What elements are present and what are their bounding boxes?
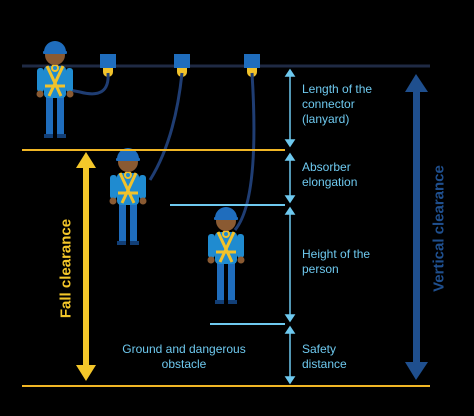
label-absorber: Absorber elongation <box>302 160 358 189</box>
vertical-clearance-arrow <box>405 74 428 380</box>
measure-arrows <box>284 68 296 385</box>
label-connector: Length of the connector (lanyard) <box>302 82 373 126</box>
lanyard <box>233 72 256 231</box>
fall-clearance-arrow <box>76 152 96 381</box>
worker-icon <box>108 146 148 247</box>
lanyard <box>148 72 184 181</box>
label-height: Height of the person <box>302 247 371 276</box>
label-ground: Ground and dangerous obstacle <box>122 342 246 371</box>
label-safety: Safety distance <box>302 342 347 371</box>
worker-icon <box>35 39 75 140</box>
vertical-clearance-label: Vertical clearance <box>430 165 448 292</box>
fall-clearance-label: Fall clearance <box>57 218 75 319</box>
